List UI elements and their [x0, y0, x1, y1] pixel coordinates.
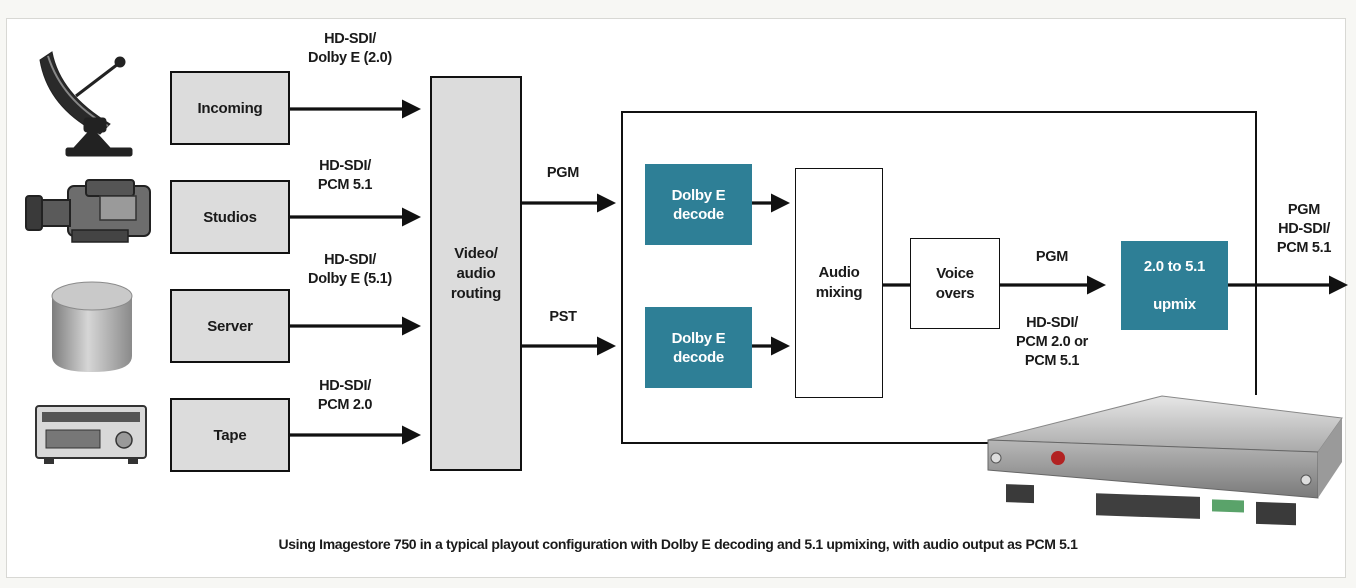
dolby-e-decode-top: Dolby E decode — [645, 164, 752, 245]
signal-label-incoming: HD-SDI/ Dolby E (2.0) — [308, 31, 392, 66]
pgm-label-internal: PGM — [1035, 249, 1069, 265]
source-box-tape: Tape — [170, 398, 290, 472]
source-box-studios: Studios — [170, 180, 290, 254]
satellite-dish-icon — [39, 51, 133, 157]
signal-label-tape: HD-SDI/ PCM 2.0 — [317, 378, 373, 413]
pgm-signal-internal: HD-SDI/ PCM 2.0 or PCM 5.1 — [1016, 315, 1088, 369]
imagestore-device-icon — [987, 395, 1343, 526]
source-label: Tape — [213, 426, 247, 444]
voice-overs-box: Voice overs — [910, 238, 1000, 329]
route-label-pst: PST — [549, 309, 577, 325]
signal-label-studios: HD-SDI/ PCM 5.1 — [317, 158, 373, 193]
source-label: Server — [207, 317, 253, 335]
router-label: Video/ audio routing — [450, 244, 502, 302]
video-camera-icon — [25, 179, 151, 243]
video-audio-router: Video/ audio routing — [430, 76, 522, 471]
source-box-incoming: Incoming — [170, 71, 290, 145]
route-label-pgm: PGM — [546, 165, 580, 181]
output-label: PGM HD-SDI/ PCM 5.1 — [1276, 202, 1332, 256]
server-cylinder-icon — [51, 281, 133, 372]
dolby-e-decode-bottom: Dolby E decode — [645, 307, 752, 388]
upmix-box: 2.0 to 5.1 upmix — [1121, 241, 1228, 330]
signal-label-server: HD-SDI/ Dolby E (5.1) — [308, 252, 392, 287]
tape-deck-icon — [35, 405, 147, 464]
source-label: Studios — [203, 208, 257, 226]
audio-mixing-box: Audio mixing — [795, 168, 883, 398]
source-label: Incoming — [197, 99, 263, 117]
source-box-server: Server — [170, 289, 290, 363]
figure-caption: Using Imagestore 750 in a typical playou… — [278, 536, 1078, 552]
imagestore-frame — [621, 111, 1257, 444]
